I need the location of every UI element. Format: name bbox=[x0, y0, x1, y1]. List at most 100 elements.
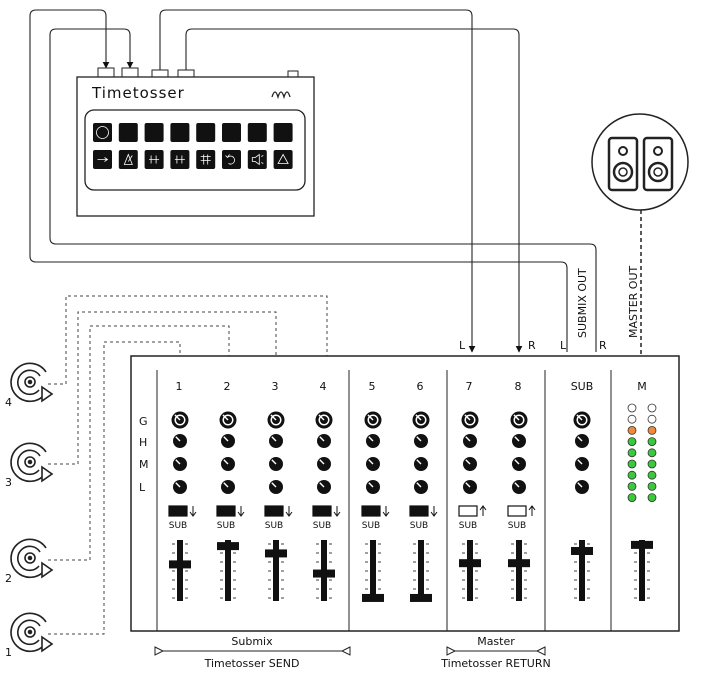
gain-knob[interactable] bbox=[412, 411, 430, 429]
eq-mid-knob[interactable] bbox=[414, 457, 428, 471]
channel-label: 5 bbox=[369, 380, 376, 393]
gain-knob[interactable] bbox=[510, 411, 528, 429]
gain-knob[interactable] bbox=[219, 411, 237, 429]
warning-icon bbox=[277, 153, 289, 164]
pad-bottom-7[interactable] bbox=[247, 150, 267, 169]
master-fader-cap[interactable] bbox=[631, 540, 653, 549]
eq-high-knob[interactable] bbox=[366, 434, 380, 448]
meter-led bbox=[627, 459, 637, 469]
eq-mid-knob[interactable] bbox=[366, 457, 380, 471]
meter-led bbox=[627, 493, 637, 503]
sub-toggle[interactable] bbox=[216, 505, 245, 517]
sub-toggle[interactable] bbox=[409, 505, 438, 517]
pad-top-8[interactable] bbox=[273, 123, 293, 142]
meter-led bbox=[627, 425, 637, 435]
gain-knob[interactable] bbox=[315, 411, 333, 429]
eq-high-knob[interactable] bbox=[463, 434, 477, 448]
channel-fader-cap[interactable] bbox=[459, 559, 481, 568]
channel-fader-cap[interactable] bbox=[508, 559, 530, 568]
eq-high-knob[interactable] bbox=[512, 434, 526, 448]
eq-low-knob[interactable] bbox=[463, 480, 477, 494]
gain-knob[interactable] bbox=[461, 411, 479, 429]
sub-toggle[interactable] bbox=[264, 505, 293, 517]
eq-label-g: G bbox=[139, 415, 148, 428]
pad-top-1[interactable] bbox=[93, 123, 112, 142]
sub-fader-cap[interactable] bbox=[571, 546, 593, 555]
pad-bottom-1[interactable] bbox=[93, 150, 112, 169]
channel-fader[interactable] bbox=[217, 540, 239, 601]
eq-low-knob[interactable] bbox=[366, 480, 380, 494]
arrow-down-icon bbox=[285, 506, 293, 517]
pad-top-5[interactable] bbox=[196, 123, 216, 142]
channel-fader[interactable] bbox=[313, 540, 335, 601]
gain-knob[interactable] bbox=[171, 411, 189, 429]
eq-low-knob[interactable] bbox=[173, 480, 187, 494]
sub-eq-high-knob[interactable] bbox=[575, 434, 589, 448]
channel-fader-cap[interactable] bbox=[169, 560, 191, 569]
eq-mid-knob[interactable] bbox=[269, 457, 283, 471]
pad-bottom-8[interactable] bbox=[273, 150, 293, 169]
channel-fader-cap[interactable] bbox=[362, 593, 384, 602]
channel-label: 6 bbox=[417, 380, 424, 393]
eq-high-knob[interactable] bbox=[317, 434, 331, 448]
channel-fader-cap[interactable] bbox=[217, 542, 239, 551]
pad-top-2[interactable] bbox=[118, 123, 138, 142]
channel-fader[interactable] bbox=[265, 540, 287, 601]
pad-top-7[interactable] bbox=[247, 123, 267, 142]
eq-label-m: M bbox=[139, 458, 149, 471]
channel-fader-cap[interactable] bbox=[410, 593, 432, 602]
gain-knob[interactable] bbox=[267, 411, 285, 429]
sub-toggle[interactable] bbox=[312, 505, 341, 517]
sub-toggle[interactable] bbox=[168, 505, 197, 517]
cable-return-r bbox=[185, 28, 523, 353]
eq-low-knob[interactable] bbox=[221, 480, 235, 494]
eq-mid-knob[interactable] bbox=[173, 457, 187, 471]
gain-knob[interactable] bbox=[364, 411, 382, 429]
sub-eq-low-knob[interactable] bbox=[575, 480, 589, 494]
sub-toggle[interactable] bbox=[361, 505, 390, 517]
channel-fader[interactable] bbox=[410, 540, 432, 602]
pad-bottom-2[interactable] bbox=[118, 150, 138, 169]
channel-fader[interactable] bbox=[459, 540, 481, 601]
channel-fader[interactable] bbox=[362, 540, 384, 602]
meter-led bbox=[647, 414, 657, 424]
pad-top-3[interactable] bbox=[144, 123, 164, 142]
sub-toggle[interactable] bbox=[458, 505, 487, 517]
eq-high-knob[interactable] bbox=[414, 434, 428, 448]
eq-high-knob[interactable] bbox=[269, 434, 283, 448]
master-fader[interactable] bbox=[631, 540, 653, 601]
channel-fader-cap[interactable] bbox=[265, 549, 287, 558]
eq-low-knob[interactable] bbox=[512, 480, 526, 494]
cables bbox=[29, 9, 597, 353]
eq-low-knob[interactable] bbox=[317, 480, 331, 494]
sub-eq-mid-knob[interactable] bbox=[575, 457, 589, 471]
eq-high-knob[interactable] bbox=[173, 434, 187, 448]
meter-led bbox=[647, 437, 657, 447]
channel-fader[interactable] bbox=[169, 540, 191, 601]
sub-gain-knob[interactable] bbox=[573, 411, 591, 429]
eq-low-knob[interactable] bbox=[269, 480, 283, 494]
speaker-icon bbox=[251, 153, 264, 166]
eq-mid-knob[interactable] bbox=[317, 457, 331, 471]
pad-bottom-3[interactable] bbox=[144, 150, 164, 169]
channel-fader-cap[interactable] bbox=[313, 569, 335, 578]
player-1: 1 bbox=[5, 612, 54, 659]
pad-bottom-6[interactable] bbox=[222, 150, 241, 169]
sub-toggle[interactable] bbox=[507, 505, 536, 517]
eq-mid-knob[interactable] bbox=[221, 457, 235, 471]
pad-top-4[interactable] bbox=[170, 123, 190, 142]
channel-fader[interactable] bbox=[508, 540, 530, 601]
pad-bottom-4[interactable] bbox=[170, 150, 190, 169]
pad-bottom-5[interactable] bbox=[196, 150, 216, 169]
eq-high-knob[interactable] bbox=[221, 434, 235, 448]
submix-r-label: R bbox=[599, 339, 607, 352]
eq-mid-knob[interactable] bbox=[463, 457, 477, 471]
master-group-label: Master bbox=[477, 635, 515, 648]
eq-mid-knob[interactable] bbox=[512, 457, 526, 471]
sub-fader[interactable] bbox=[571, 540, 593, 601]
eq-low-knob[interactable] bbox=[414, 480, 428, 494]
pad-top-6[interactable] bbox=[222, 123, 241, 142]
